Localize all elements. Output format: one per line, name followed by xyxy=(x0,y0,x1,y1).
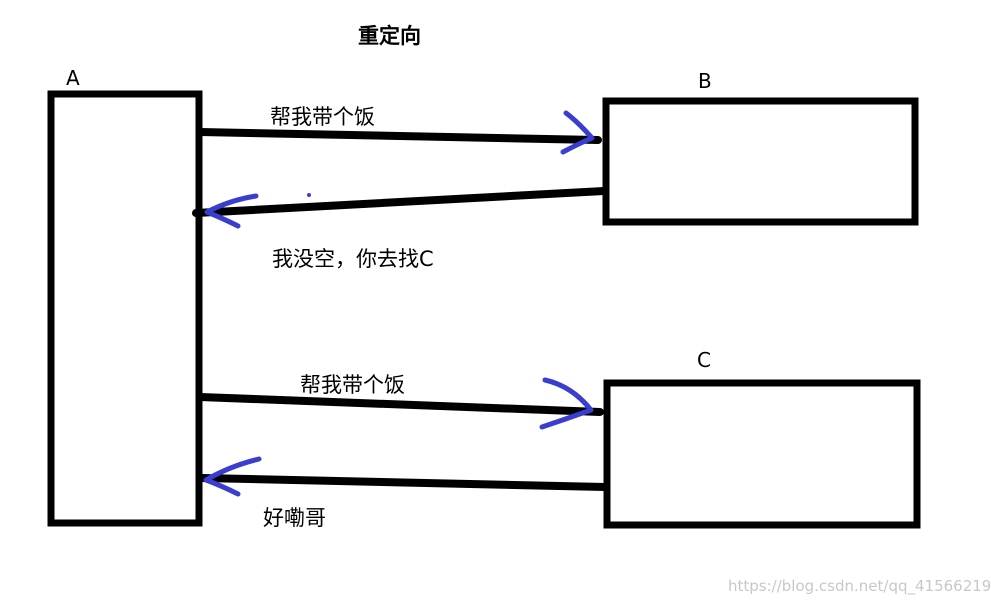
arrowhead-c-icon xyxy=(539,377,594,430)
box-c-label: C xyxy=(697,348,711,372)
box-a xyxy=(47,90,203,527)
box-a-label: A xyxy=(66,66,80,90)
arrow-b-to-a xyxy=(192,187,608,217)
stray-dot xyxy=(307,193,311,197)
message-b-to-a: 我没空，你去找C xyxy=(272,247,434,271)
diagram-title: 重定向 xyxy=(358,24,421,48)
arrowhead-a-bottom-icon xyxy=(203,456,262,497)
arrow-c-to-a xyxy=(198,474,609,491)
message-c-to-a: 好嘞哥 xyxy=(263,506,326,530)
message-a-to-b: 帮我带个饭 xyxy=(270,105,375,129)
arrow-a-to-c xyxy=(196,393,604,416)
arrowhead-a-top-icon xyxy=(204,193,259,229)
arrow-a-to-b xyxy=(196,128,602,144)
box-b xyxy=(602,97,919,226)
arrowhead-b-icon xyxy=(560,110,595,155)
box-b-label: B xyxy=(698,69,712,93)
box-c xyxy=(603,379,921,529)
watermark: https://blog.csdn.net/qq_41566219 xyxy=(728,577,991,595)
message-a-to-c: 帮我带个饭 xyxy=(300,373,405,397)
